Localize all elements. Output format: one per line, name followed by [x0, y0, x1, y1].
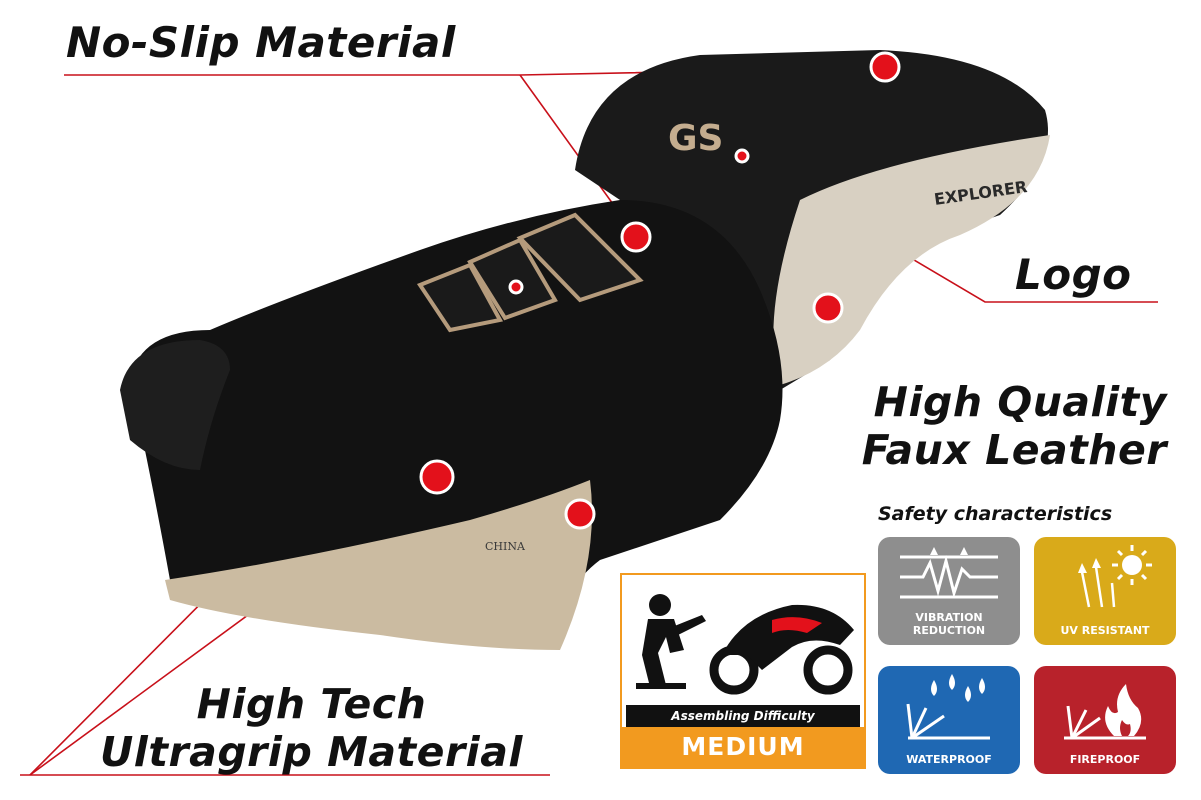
seat-rider	[130, 200, 783, 640]
no-slip-material-title: No-Slip Material	[66, 18, 456, 67]
seat-pillion-side-print	[773, 135, 1050, 385]
difficulty-level-label: MEDIUM	[622, 727, 864, 767]
marker-no-slip-seat	[620, 221, 652, 253]
seat-map-panel	[165, 480, 592, 650]
fireproof-label-line1: FIREPROOF	[1069, 753, 1141, 766]
waterproof-label-line1: WATERPROOF	[906, 753, 992, 766]
vibration-reduction-tile: VIBRATION REDUCTION	[878, 537, 1020, 645]
vibration-icon	[900, 547, 998, 599]
ultragrip-title-line2: Ultragrip Material	[100, 728, 523, 776]
vibration-label-line1: VIBRATION	[915, 611, 983, 624]
mechanic-motorcycle-icon	[636, 594, 854, 695]
faux-leather-title-line1: High Quality	[873, 378, 1167, 426]
faux-leather-title-line2: Faux Leather	[861, 426, 1167, 474]
ultragrip-title-line1: High Tech	[196, 680, 427, 728]
marker-ultragrip-seat	[419, 459, 455, 495]
uv-resistant-label: UV RESISTANT	[1034, 624, 1176, 637]
marker-faux-leather-bottom	[564, 498, 596, 530]
flame-icon	[1064, 684, 1146, 740]
assembling-difficulty-card: Assembling Difficulty MEDIUM	[620, 573, 866, 769]
vibration-label-line2: REDUCTION	[912, 624, 986, 637]
waterproof-label: WATERPROOF	[878, 753, 1020, 766]
fireproof-label: FIREPROOF	[1034, 753, 1176, 766]
marker-ultragrip-chevron	[508, 279, 524, 295]
china-print: CHINA	[485, 540, 526, 553]
marker-no-slip	[869, 51, 901, 83]
gs-logo: GS	[668, 118, 723, 159]
uv-resistant-tile: UV RESISTANT	[1034, 537, 1176, 645]
vibration-reduction-label: VIBRATION REDUCTION	[878, 611, 1020, 637]
sun-icon	[1078, 545, 1152, 608]
chevron-pattern	[416, 212, 644, 333]
ultragrip-material-title: High Tech Ultragrip Material	[100, 680, 523, 776]
markers	[419, 51, 901, 530]
uv-label-line1: UV RESISTANT	[1060, 624, 1150, 637]
water-drop-icon	[906, 674, 990, 740]
safety-characteristics-heading: Safety characteristics	[878, 503, 1113, 525]
fireproof-tile: FIREPROOF	[1034, 666, 1176, 774]
seat-front-lip	[120, 340, 230, 470]
logo-title: Logo	[1015, 250, 1132, 299]
marker-logo	[734, 148, 750, 164]
faux-leather-title: High Quality Faux Leather	[862, 378, 1167, 474]
marker-faux-leather-top	[812, 292, 844, 324]
waterproof-tile: WATERPROOF	[878, 666, 1020, 774]
assembling-difficulty-caption: Assembling Difficulty	[626, 705, 860, 727]
